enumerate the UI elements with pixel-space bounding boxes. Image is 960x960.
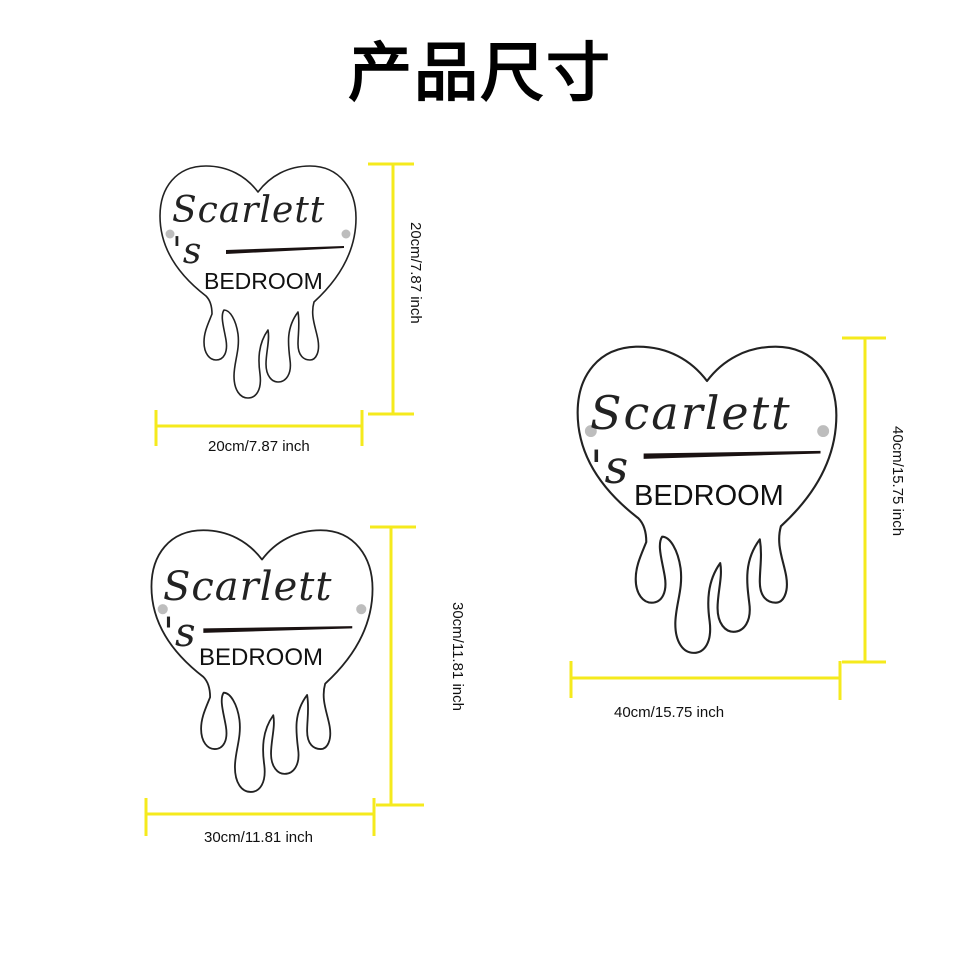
- sign-name-text: Scarlett 's: [163, 564, 333, 656]
- width-label-large: 40cm/15.75 inch: [614, 704, 725, 721]
- sign-large: Scarlett 's BEDROOM: [572, 344, 842, 674]
- hanger-dot-icon: [817, 425, 830, 438]
- sign-small: Scarlett 's BEDROOM: [158, 160, 358, 418]
- width-label-medium: 30cm/11.81 inch: [204, 829, 313, 846]
- sign-name-text: Scarlett 's: [172, 190, 326, 272]
- sign-name-text: Scarlett 's: [590, 386, 792, 494]
- heart-outline-icon: [150, 529, 374, 793]
- heart-outline-icon: [576, 345, 838, 654]
- heart-outline-icon: [159, 165, 357, 399]
- width-label-small: 20cm/7.87 inch: [208, 438, 310, 455]
- hanger-dot-icon: [157, 604, 168, 615]
- sign-medium: Scarlett 's BEDROOM: [147, 528, 377, 810]
- hanger-dot-icon: [356, 604, 367, 615]
- sign-room-text: BEDROOM: [199, 644, 324, 671]
- sign-room-text: BEDROOM: [204, 268, 323, 294]
- hanger-dot-icon: [584, 425, 597, 438]
- sign-room-text: BEDROOM: [634, 480, 784, 512]
- hanger-dot-icon: [165, 229, 175, 239]
- height-label-large: 40cm/15.75 inch: [889, 426, 906, 537]
- hanger-dot-icon: [341, 229, 351, 239]
- page-title: 产品尺寸: [348, 37, 612, 111]
